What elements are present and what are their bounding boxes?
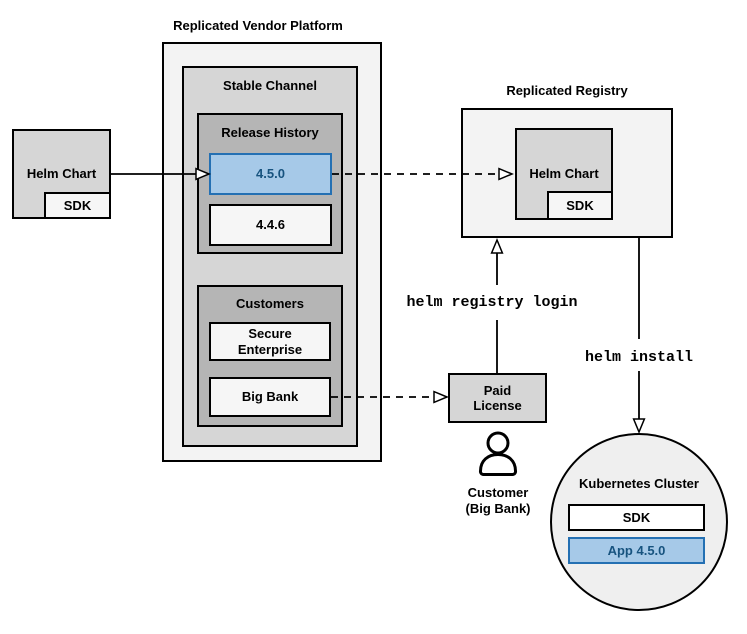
cluster-app-box: App 4.5.0: [568, 537, 705, 564]
paid-license-label: Paid License: [473, 382, 522, 413]
cluster-app-label: App 4.5.0: [607, 542, 666, 558]
customer-secure-enterprise-box: Secure Enterprise: [209, 322, 331, 361]
customer-name-label: Big Bank: [241, 389, 299, 405]
release-version-4-5-0: 4.5.0: [209, 153, 332, 195]
cluster-sdk-label: SDK: [622, 509, 651, 525]
registry-sdk-label: SDK: [566, 197, 594, 213]
helm-install-command: helm install: [584, 349, 694, 366]
paid-license-box: Paid License: [448, 373, 547, 423]
vendor-platform-title: Replicated Vendor Platform: [173, 18, 343, 33]
registry-title: Replicated Registry: [506, 83, 628, 98]
customer-big-bank-box: Big Bank: [209, 377, 331, 417]
release-version-4-4-6: 4.4.6: [209, 204, 332, 246]
kubernetes-cluster-title: Kubernetes Cluster: [579, 476, 699, 491]
registry-helm-chart-box: Helm Chart SDK: [515, 128, 613, 220]
registry-helm-chart-label: Helm Chart: [529, 166, 599, 182]
release-version-label: 4.5.0: [256, 166, 285, 182]
stable-channel-title: Stable Channel: [223, 78, 317, 93]
release-history-title: Release History: [221, 125, 319, 140]
arrow-registry-to-cluster: [632, 238, 646, 434]
registry-sdk-box: SDK: [547, 191, 613, 220]
source-sdk-label: SDK: [63, 197, 92, 213]
customer-caption-line1: Customer: [467, 485, 529, 500]
customers-title: Customers: [236, 296, 304, 311]
customer-caption: Customer (Big Bank): [448, 485, 548, 516]
person-icon: [479, 431, 517, 476]
helm-registry-login-command: helm registry login: [406, 294, 578, 311]
source-helm-chart-label: Helm Chart: [26, 166, 97, 182]
customer-name-label: Secure Enterprise: [237, 326, 303, 357]
source-helm-chart-box: Helm Chart SDK: [12, 129, 111, 219]
release-version-label: 4.4.6: [256, 217, 285, 233]
source-sdk-box: SDK: [44, 192, 111, 219]
cluster-sdk-box: SDK: [568, 504, 705, 531]
customer-caption-line2: (Big Bank): [465, 500, 531, 516]
